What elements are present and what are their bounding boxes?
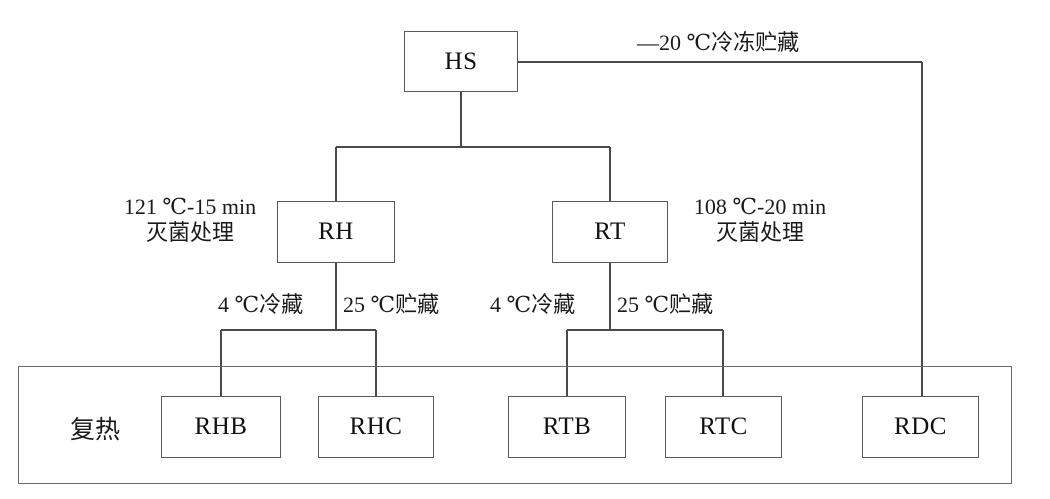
edge-label-sterilize-rh: 121 ℃-15 min 灭菌处理	[105, 194, 275, 246]
node-rtc[interactable]: RTC	[665, 396, 782, 458]
node-rtb[interactable]: RTB	[508, 396, 626, 458]
node-hs[interactable]: HS	[404, 31, 518, 92]
edge-label-rt-cold: 4 ℃冷藏	[490, 292, 576, 318]
reheat-group-label: 复热	[70, 417, 121, 444]
edge-label-sterilize-rt-line2: 灭菌处理	[715, 219, 804, 245]
edge-label-rt-ambient: 25 ℃贮藏	[617, 292, 714, 318]
node-rh[interactable]: RH	[277, 201, 395, 263]
node-rhc[interactable]: RHC	[318, 396, 434, 458]
reheat-group-box	[18, 366, 1012, 484]
edge-label-rh-cold: 4 ℃冷藏	[218, 292, 304, 318]
node-rhb[interactable]: RHB	[161, 396, 281, 458]
edge-label-frozen-storage: —20 ℃冷冻贮藏	[637, 30, 800, 56]
edge-label-rh-ambient: 25 ℃贮藏	[343, 292, 440, 318]
edge-label-sterilize-rh-line1: 121 ℃-15 min	[123, 194, 257, 219]
node-rdc[interactable]: RDC	[862, 396, 979, 458]
edge-label-sterilize-rh-line2: 灭菌处理	[145, 219, 234, 245]
node-rt[interactable]: RT	[552, 201, 668, 263]
edge-label-sterilize-rt: 108 ℃-20 min 灭菌处理	[675, 194, 845, 246]
edge-label-sterilize-rt-line1: 108 ℃-20 min	[693, 194, 827, 219]
